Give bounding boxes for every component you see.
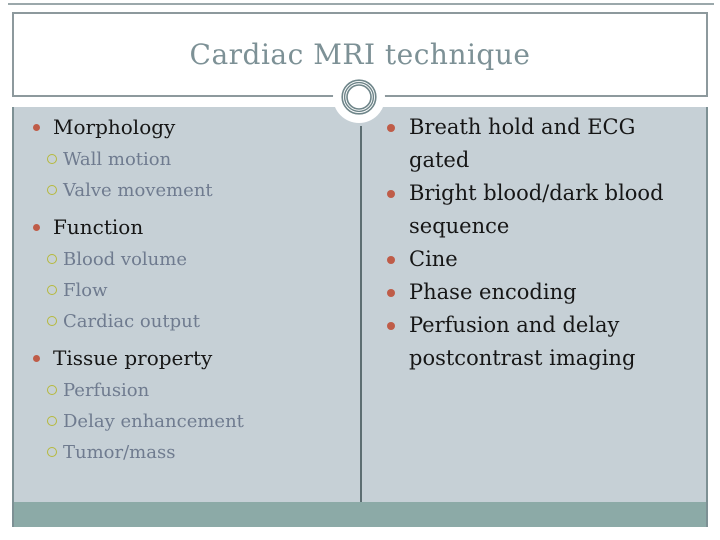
list-item-label: Function bbox=[53, 215, 144, 239]
bullet-icon bbox=[387, 322, 395, 330]
list-item: Delay enhancement bbox=[33, 406, 348, 437]
list-item: Tissue property bbox=[33, 341, 348, 375]
bullet-icon bbox=[33, 355, 40, 362]
sub-bullet-icon bbox=[47, 185, 57, 195]
list-item-line: gated bbox=[409, 148, 470, 172]
list-item: Phase encoding bbox=[387, 276, 697, 309]
sub-bullet-icon bbox=[47, 316, 57, 326]
list-item: Tumor/mass bbox=[33, 437, 348, 468]
sub-bullet-icon bbox=[47, 447, 57, 457]
list-item: Bright blood/dark blood sequence bbox=[387, 177, 697, 243]
bullet-icon bbox=[387, 289, 395, 297]
list-item-line: Breath hold and ECG bbox=[409, 115, 636, 139]
page-title: Cardiac MRI technique bbox=[189, 38, 531, 71]
bullet-icon bbox=[33, 124, 40, 131]
sub-bullet-icon bbox=[47, 416, 57, 426]
list-item-label: Delay enhancement bbox=[63, 411, 244, 432]
circle-ornament-icon bbox=[341, 79, 377, 115]
list-item-label: Tumor/mass bbox=[63, 442, 176, 463]
list-item-label: Valve movement bbox=[63, 180, 213, 201]
bullet-icon bbox=[387, 256, 395, 264]
bullet-icon bbox=[387, 190, 395, 198]
list-item-line: Phase encoding bbox=[409, 280, 577, 304]
list-item-label: Morphology bbox=[53, 115, 176, 139]
list-item-label: Wall motion bbox=[63, 149, 172, 170]
list-item: Blood volume bbox=[33, 244, 348, 275]
list-item-label: Blood volume bbox=[63, 249, 187, 270]
sub-bullet-icon bbox=[47, 385, 57, 395]
list-item-line: Perfusion and delay bbox=[409, 313, 620, 337]
left-column-list: Morphology Wall motion Valve movement Fu… bbox=[33, 110, 348, 468]
list-item-label: Cardiac output bbox=[63, 311, 200, 332]
list-item: Valve movement bbox=[33, 175, 348, 206]
top-rule bbox=[8, 3, 714, 5]
sub-bullet-icon bbox=[47, 154, 57, 164]
list-item: Cine bbox=[387, 243, 697, 276]
list-item: Cardiac output bbox=[33, 306, 348, 337]
sub-bullet-icon bbox=[47, 254, 57, 264]
list-item: Breath hold and ECG gated bbox=[387, 111, 697, 177]
sub-bullet-icon bbox=[47, 285, 57, 295]
list-item: Perfusion bbox=[33, 375, 348, 406]
list-item-label: Tissue property bbox=[53, 346, 213, 370]
list-item: Morphology bbox=[33, 110, 348, 144]
list-item-line: Cine bbox=[409, 247, 458, 271]
bullet-icon bbox=[33, 224, 40, 231]
list-item-line: postcontrast imaging bbox=[409, 346, 636, 370]
list-item-line: Bright blood/dark blood bbox=[409, 181, 664, 205]
list-item: Perfusion and delay postcontrast imaging bbox=[387, 309, 697, 375]
list-item-label: Perfusion bbox=[63, 380, 150, 401]
list-item-label: Flow bbox=[63, 280, 108, 301]
column-divider bbox=[360, 126, 362, 502]
list-item: Wall motion bbox=[33, 144, 348, 175]
bullet-icon bbox=[387, 124, 395, 132]
list-item: Flow bbox=[33, 275, 348, 306]
right-column-list: Breath hold and ECG gated Bright blood/d… bbox=[387, 111, 697, 375]
list-item-line: sequence bbox=[409, 214, 510, 238]
footer-band bbox=[12, 502, 708, 527]
list-item: Function bbox=[33, 210, 348, 244]
